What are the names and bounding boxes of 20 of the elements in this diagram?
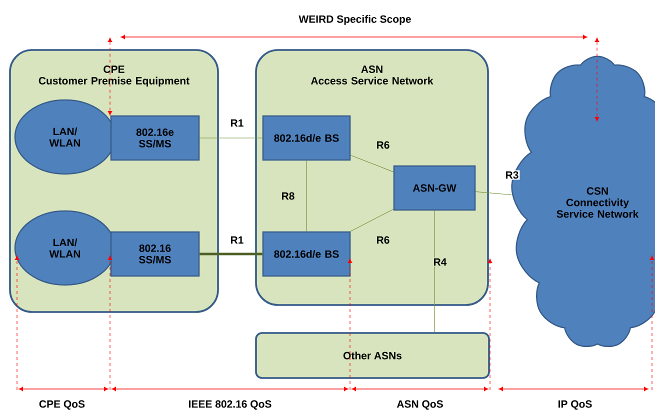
- edge-label: R1: [229, 235, 245, 245]
- edge-label: R3: [504, 170, 520, 180]
- network-panel: Other ASNs: [255, 332, 490, 379]
- dimension-label: WEIRD Specific Scope: [298, 15, 411, 25]
- dimension-label: ASN QoS: [396, 400, 443, 410]
- connector-line: [434, 210, 435, 332]
- device-box: 802.16 SS/MS: [110, 231, 200, 277]
- device-box: 802.16e SS/MS: [110, 115, 200, 161]
- dimension-label: IP QoS: [558, 400, 592, 410]
- device-box: 802.16d/e BS: [262, 115, 351, 161]
- dimension-label: CPE QoS: [39, 400, 85, 410]
- connector-line: [475, 191, 512, 196]
- device-box: 802.16d/e BS: [262, 231, 351, 277]
- connector-line: [200, 252, 262, 256]
- dimension-label: IEEE 802.16 QoS: [188, 400, 272, 410]
- connector-line: [350, 208, 394, 232]
- connector-line: [350, 154, 394, 172]
- device-box: ASN-GW: [393, 165, 476, 211]
- edge-label: R1: [229, 118, 245, 128]
- connector-line: [306, 160, 307, 232]
